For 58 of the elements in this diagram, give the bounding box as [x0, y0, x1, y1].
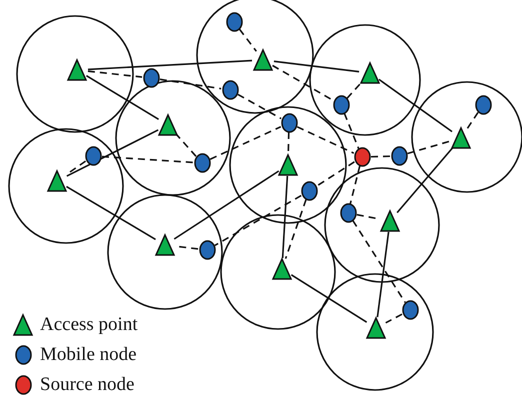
legend-label: Access point: [40, 314, 138, 336]
link-line: [88, 60, 252, 70]
link-line: [66, 186, 156, 240]
mobile-node-marker: [198, 240, 216, 260]
link-line: [396, 146, 454, 214]
dashed-link-line: [385, 314, 402, 324]
legend-label: Mobile node: [40, 344, 137, 366]
mobile-node-marker: [340, 203, 356, 223]
link-line: [290, 274, 368, 323]
link-line: [86, 75, 159, 120]
source-node-marker: [354, 147, 370, 167]
access-point-marker: [47, 170, 67, 192]
link-line: [274, 60, 360, 72]
dashed-link-line: [214, 194, 302, 246]
link-line: [378, 78, 453, 132]
mobile-node-marker: [142, 68, 160, 88]
mobile-node-marker: [84, 146, 102, 166]
dashed-link-line: [296, 126, 354, 154]
dashed-link-line: [210, 126, 282, 160]
access-point-marker: [155, 234, 175, 256]
access-point-marker: [360, 62, 380, 84]
dashed-link-line: [349, 166, 361, 204]
dashed-link-line: [237, 94, 282, 120]
dashed-link-line: [352, 220, 406, 303]
mobile-node-marker: [402, 300, 418, 320]
link-line: [66, 129, 159, 177]
access-point-marker: [67, 59, 87, 81]
mobile-node-marker: [332, 95, 350, 115]
dashed-link-line: [102, 156, 194, 164]
access-point-marker: [158, 114, 178, 136]
legend-label: Source node: [40, 374, 134, 396]
dashed-link-line: [88, 70, 142, 78]
dashed-link-line: [284, 199, 307, 259]
mobile-node-marker: [300, 181, 318, 201]
link-line: [282, 176, 288, 258]
link-line: [376, 232, 390, 318]
access-point-marker: [380, 210, 400, 232]
mobile-node-marker: [280, 113, 298, 133]
link-line: [174, 170, 280, 240]
access-point-marker: [366, 317, 386, 339]
dashed-link-line: [160, 78, 222, 90]
dashed-link-line: [316, 161, 355, 187]
dashed-link-line: [466, 112, 479, 130]
mobile-node-marker: [194, 153, 210, 173]
access-point-marker: [451, 127, 471, 149]
mobile-node-marker: [474, 95, 492, 115]
dashed-link-line: [272, 64, 334, 102]
mobile-node-marker: [226, 12, 242, 32]
access-point-marker: [278, 154, 298, 176]
access-point-marker: [253, 49, 273, 71]
dashed-link-line: [174, 132, 197, 157]
dashed-link-line: [407, 140, 451, 154]
mobile-node-marker: [390, 146, 408, 166]
dashed-link-line: [370, 155, 390, 158]
dashed-link-line: [238, 28, 257, 52]
dashed-link-line: [344, 113, 360, 149]
mobile-node-marker: [222, 80, 238, 100]
access-point-marker: [272, 258, 292, 280]
